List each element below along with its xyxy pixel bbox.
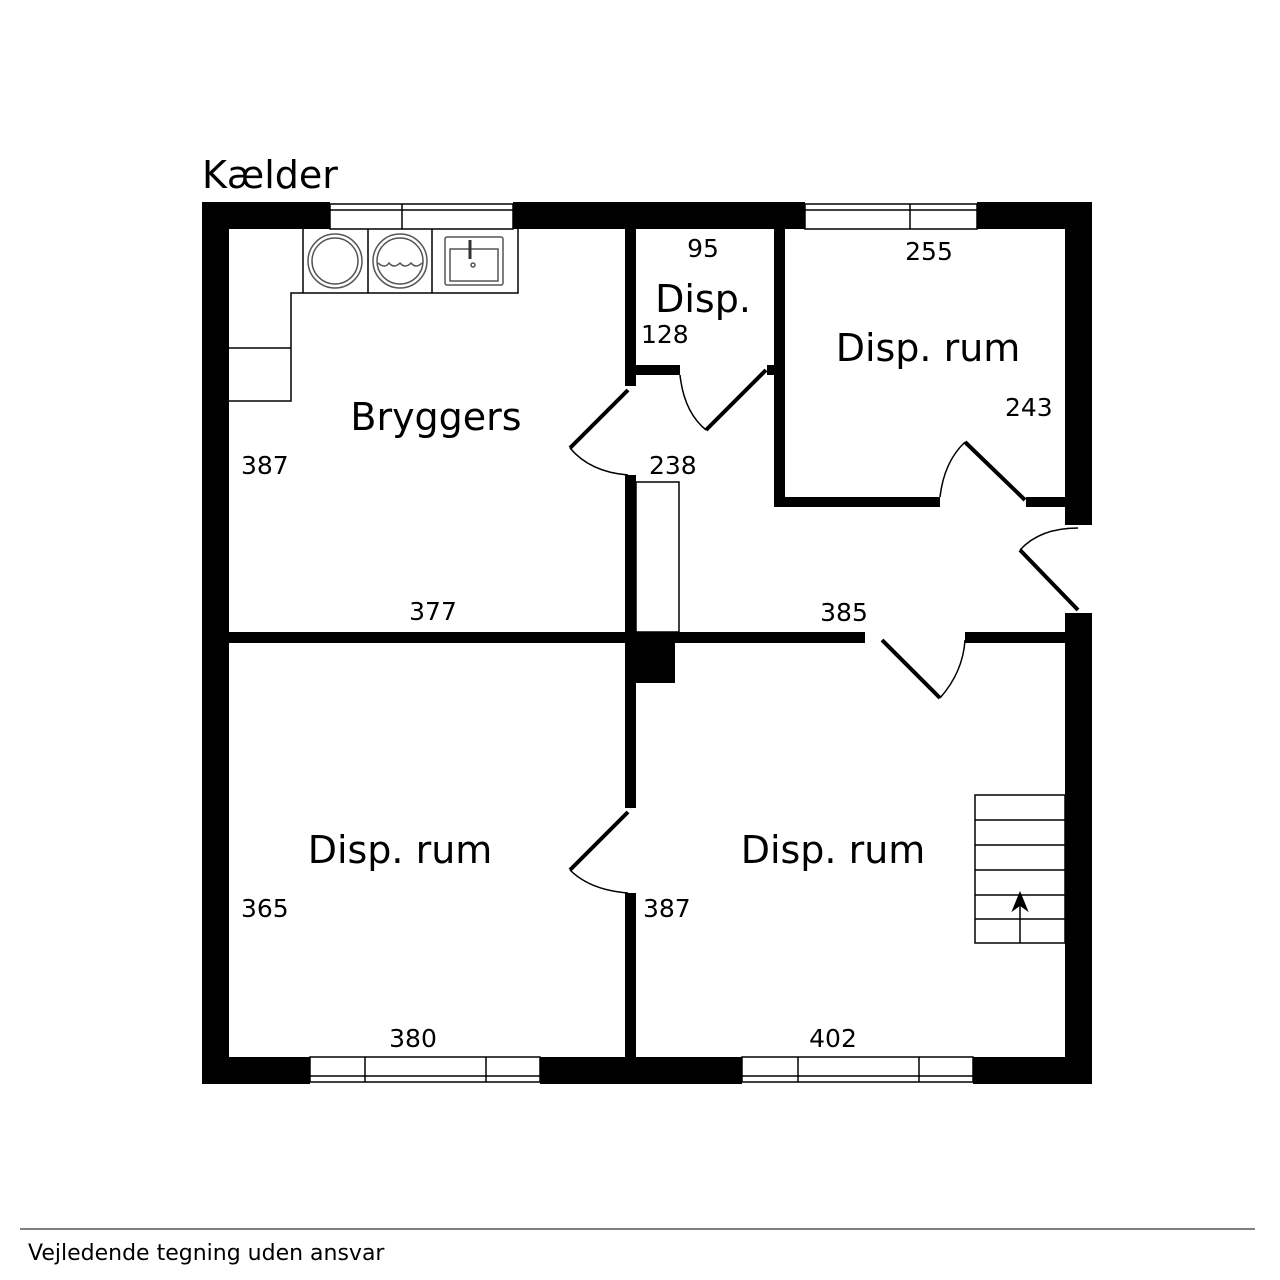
room-bryggers: Bryggers 377 387 [241,395,522,626]
outer-walls [202,202,1092,1084]
hall: 385 238 [649,451,868,627]
room-disp-rum-bottom-right: Disp. rum 402 387 [643,828,925,1053]
floor-title: Kælder [202,153,338,197]
svg-text:387: 387 [241,451,289,480]
svg-text:243: 243 [1005,393,1053,422]
svg-text:Disp. rum: Disp. rum [308,828,493,872]
svg-text:255: 255 [905,237,953,266]
svg-text:Disp.: Disp. [655,277,751,321]
fixtures [229,229,1066,944]
svg-text:365: 365 [241,894,289,923]
room-disp-rum-top: Disp. rum 255 243 [836,237,1053,422]
svg-text:380: 380 [389,1024,437,1053]
stairs-icon [974,794,1066,944]
svg-text:Bryggers: Bryggers [350,395,521,439]
room-disp-small: Disp. 95 128 [641,234,751,349]
interior-walls [229,229,1065,1057]
footer-disclaimer: Vejledende tegning uden ansvar [28,1241,385,1266]
svg-text:Disp. rum: Disp. rum [741,828,926,872]
svg-text:377: 377 [409,597,457,626]
svg-text:Disp. rum: Disp. rum [836,326,1021,370]
dryer-icon [372,233,428,289]
svg-text:385: 385 [820,598,868,627]
svg-text:387: 387 [643,894,691,923]
svg-text:95: 95 [687,234,719,263]
cabinet [635,481,680,633]
stairs-arrow-icon [1011,891,1029,913]
room-disp-rum-bottom-left: Disp. rum 380 365 [241,828,492,1053]
svg-text:128: 128 [641,320,689,349]
svg-text:402: 402 [809,1024,857,1053]
windows [309,203,978,1083]
sink-icon [444,236,504,286]
washing-machine-icon [307,233,363,289]
svg-text:238: 238 [649,451,697,480]
doors [568,368,1080,894]
